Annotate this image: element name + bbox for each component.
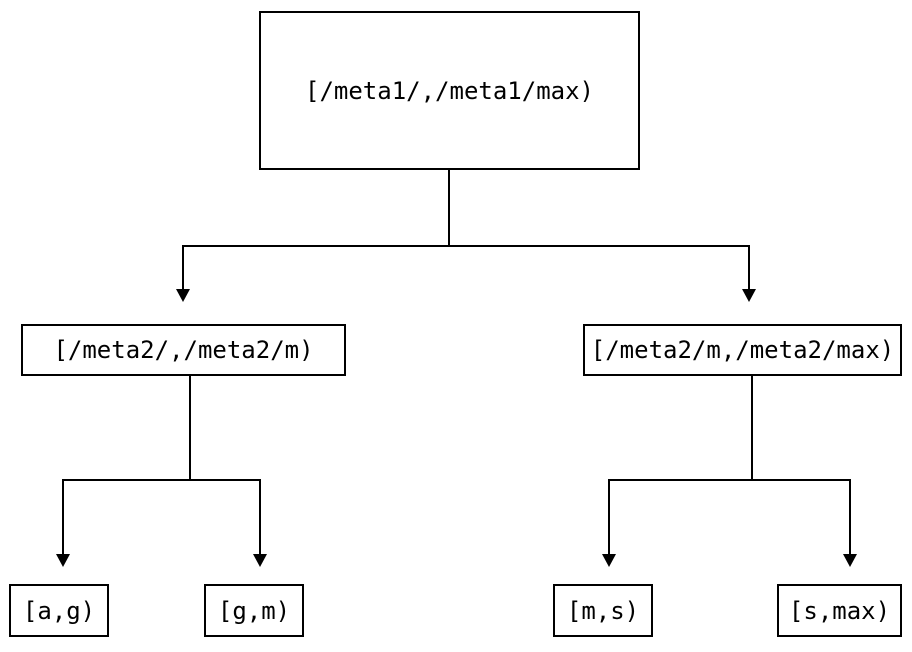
- arrowhead-mid-left: [176, 289, 190, 302]
- edge-mid-left-bus: [62, 479, 261, 481]
- arrowhead-leaf-1: [56, 554, 70, 567]
- edge-mid-left-stem: [189, 376, 191, 481]
- node-root-label: [/meta1/,/meta1/max): [305, 76, 594, 105]
- node-mid-right-label: [/meta2/m,/meta2/max): [590, 336, 895, 364]
- edge-mid-right-to-leaf-4: [849, 479, 851, 555]
- arrowhead-leaf-4: [843, 554, 857, 567]
- node-leaf-2-label: [g,m): [217, 596, 291, 625]
- node-leaf-4[interactable]: [s,max): [777, 584, 902, 637]
- arrowhead-mid-right: [742, 289, 756, 302]
- edge-root-stem: [448, 169, 450, 247]
- edge-mid-left-to-leaf-1: [62, 479, 64, 555]
- node-mid-left[interactable]: [/meta2/,/meta2/m): [21, 324, 346, 376]
- edge-root-to-mid-right: [748, 245, 750, 290]
- node-leaf-2[interactable]: [g,m): [204, 584, 304, 637]
- edge-mid-right-to-leaf-3: [608, 479, 610, 555]
- node-mid-right[interactable]: [/meta2/m,/meta2/max): [583, 324, 902, 376]
- arrowhead-leaf-3: [602, 554, 616, 567]
- edge-root-to-mid-left: [182, 245, 184, 290]
- edge-root-bus: [182, 245, 750, 247]
- node-leaf-3[interactable]: [m,s): [553, 584, 653, 637]
- node-leaf-1[interactable]: [a,g): [9, 584, 109, 637]
- node-leaf-4-label: [s,max): [788, 596, 891, 625]
- node-leaf-1-label: [a,g): [22, 596, 96, 625]
- arrowhead-leaf-2: [253, 554, 267, 567]
- node-root[interactable]: [/meta1/,/meta1/max): [259, 11, 640, 170]
- edge-mid-left-to-leaf-2: [259, 479, 261, 555]
- node-mid-left-label: [/meta2/,/meta2/m): [53, 336, 314, 364]
- node-leaf-3-label: [m,s): [566, 596, 640, 625]
- edge-mid-right-bus: [608, 479, 851, 481]
- edge-mid-right-stem: [751, 376, 753, 481]
